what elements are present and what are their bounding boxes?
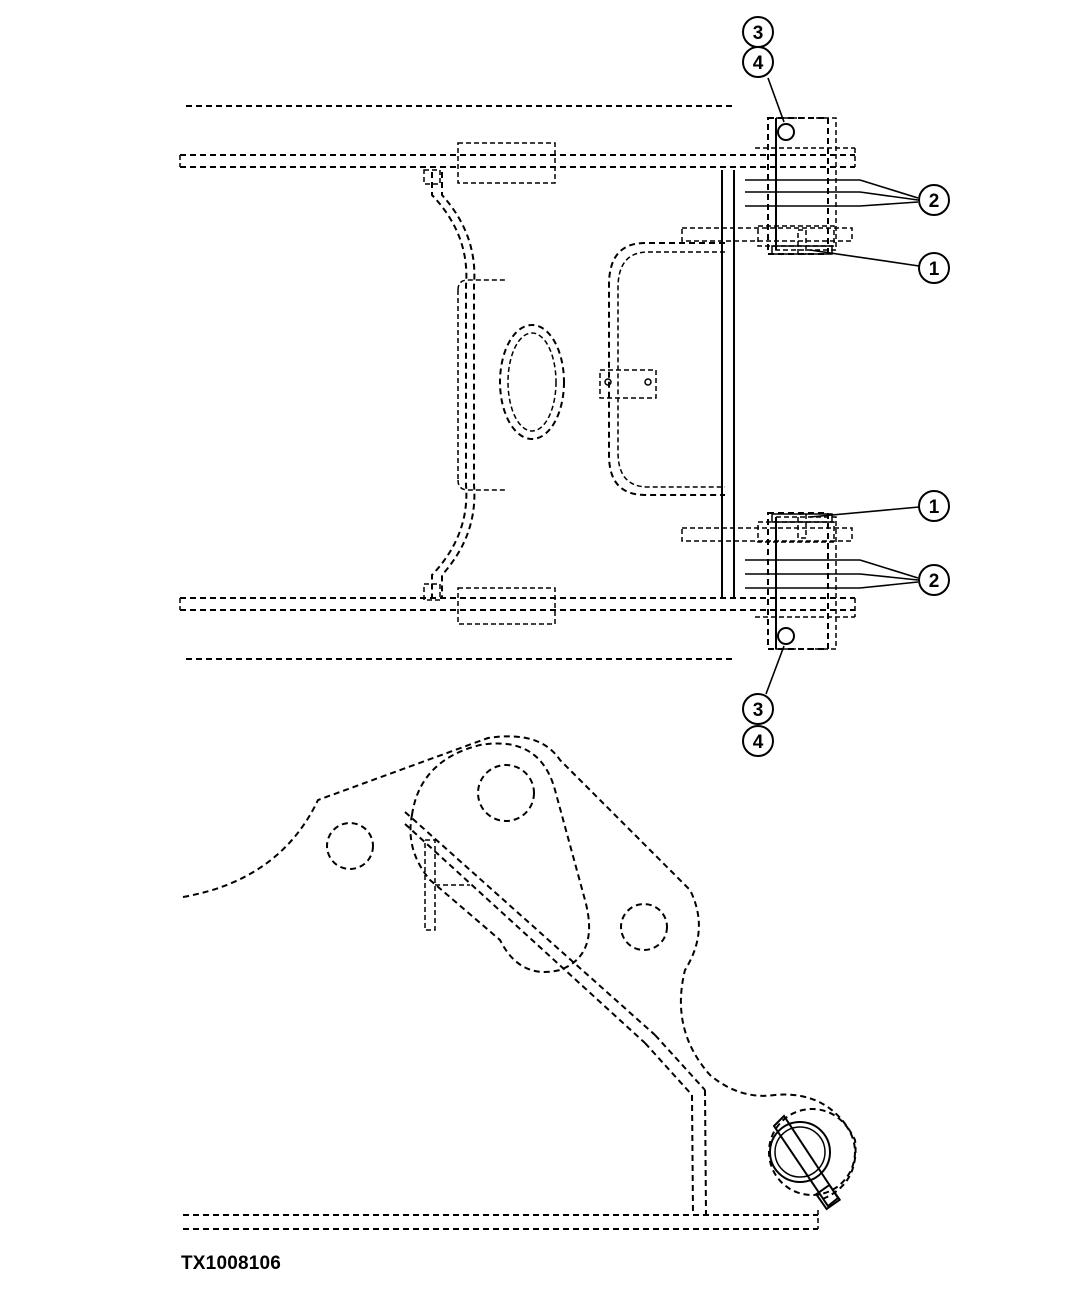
oval-opening — [499, 324, 565, 440]
top-view — [179, 105, 860, 660]
callout-2-top: 2 — [918, 184, 950, 216]
leader-4-top — [767, 77, 785, 123]
callout-4-bottom: 4 — [742, 725, 774, 757]
side-view — [182, 735, 857, 1230]
leader-2-top — [859, 179, 919, 207]
cross-plate-outer — [431, 172, 468, 598]
callout-2-bottom: 2 — [918, 564, 950, 596]
upper-weld-pad — [457, 142, 556, 184]
pivot-hole-top — [477, 764, 535, 822]
leader-1-bottom — [809, 506, 920, 518]
lower-weld-pad — [457, 587, 556, 625]
upper-cross-bar — [681, 227, 853, 242]
callout-1-bottom-label: 1 — [929, 497, 940, 518]
callout-4-top-label: 4 — [753, 53, 764, 74]
callout-1-bottom: 1 — [918, 490, 950, 522]
callouts: 3 4 2 1 1 2 — [742, 16, 950, 757]
lower-cross-bar — [681, 527, 853, 542]
callout-2-top-label: 2 — [929, 191, 940, 212]
small-tab — [599, 369, 657, 399]
leader-3-bottom — [765, 645, 785, 695]
callout-3-bottom: 3 — [742, 693, 774, 725]
diagonal-strut — [404, 811, 656, 1036]
callout-1-top-label: 1 — [929, 259, 940, 280]
upper-bolt-head — [777, 123, 795, 141]
arm-outline — [182, 735, 857, 1201]
pivot-hole-right — [620, 903, 668, 951]
leader-1-top — [809, 249, 920, 267]
side-bolt — [424, 839, 436, 931]
callout-1-top: 1 — [918, 252, 950, 284]
lug-plate — [409, 742, 591, 973]
retaining-nut — [814, 1183, 842, 1211]
pivot-hole-left — [326, 822, 374, 870]
callout-4-top: 4 — [742, 46, 774, 78]
callout-4-bottom-label: 4 — [753, 732, 764, 753]
cross-member-bracket — [608, 242, 725, 496]
callout-3-top: 3 — [742, 16, 774, 48]
pin — [769, 1121, 831, 1183]
figure-id: TX1008106 — [181, 1253, 282, 1274]
lower-bushing-housing — [767, 512, 829, 650]
callout-2-bottom-label: 2 — [929, 571, 940, 592]
leader-2-bottom — [859, 559, 919, 589]
callout-3-top-label: 3 — [753, 23, 764, 44]
callout-3-bottom-label: 3 — [753, 700, 764, 721]
lower-bolt-head — [777, 627, 795, 645]
